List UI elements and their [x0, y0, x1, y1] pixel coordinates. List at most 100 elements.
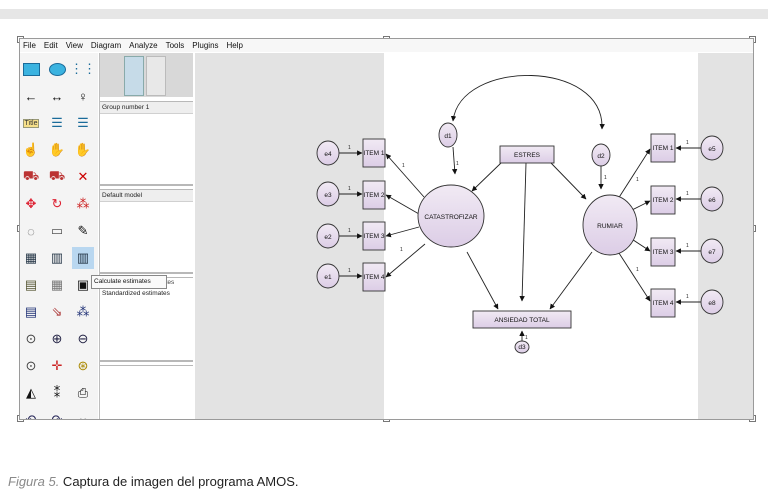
- standardized-estimates-option[interactable]: Standardized estimates: [102, 290, 170, 297]
- latent-variable[interactable]: [582, 194, 638, 256]
- menu-analyze[interactable]: Analyze: [129, 41, 158, 50]
- erase-icon[interactable]: ✕: [77, 169, 89, 184]
- menu-tools[interactable]: Tools: [165, 41, 185, 50]
- view-output-icon[interactable]: [146, 56, 166, 96]
- menu-help[interactable]: Help: [226, 41, 243, 50]
- ansiedad-label: ANSIEDAD TOTAL: [494, 317, 550, 324]
- observed-variable[interactable]: [362, 262, 386, 292]
- zoom-select-icon[interactable]: ⊙: [25, 331, 37, 346]
- view-input-icon[interactable]: [124, 56, 144, 96]
- observed-variable[interactable]: [650, 185, 676, 215]
- unique-variable-icon[interactable]: ♀: [78, 88, 88, 104]
- error-variable[interactable]: [316, 181, 340, 207]
- path-estres-ansiedad: [519, 162, 527, 302]
- menu-bar: File Edit View Diagram Analyze Tools Plu…: [20, 39, 753, 52]
- save-icon[interactable]: ▣: [76, 277, 90, 292]
- estres-label: ESTRES: [514, 152, 541, 159]
- drag-properties-icon[interactable]: ⇘: [51, 304, 63, 319]
- error-variable[interactable]: [316, 140, 340, 166]
- double-arrow-icon[interactable]: ↔: [50, 88, 64, 104]
- menu-plugins[interactable]: Plugins: [192, 41, 219, 50]
- error-variable[interactable]: [316, 263, 340, 289]
- menu-diagram[interactable]: Diagram: [90, 41, 122, 50]
- error-variable[interactable]: [700, 289, 724, 315]
- bayesian-icon[interactable]: ◭: [26, 385, 36, 400]
- view-text-icon[interactable]: ▦: [50, 277, 64, 292]
- top-band: [0, 9, 768, 19]
- estres-box[interactable]: [499, 145, 555, 164]
- side-panel: Group number 1 Default model ates Standa…: [99, 53, 197, 419]
- error-variable[interactable]: [700, 135, 724, 161]
- rectangle-icon[interactable]: [20, 58, 42, 80]
- error-label: e4: [324, 151, 332, 158]
- weight-label: 1: [348, 186, 351, 192]
- model-name[interactable]: Default model: [100, 190, 193, 202]
- calculate-estimates-icon[interactable]: ▥: [72, 247, 94, 269]
- zoom-in-icon[interactable]: ⊕: [51, 331, 63, 346]
- latent-variable[interactable]: [417, 184, 485, 248]
- fit-to-page-icon[interactable]: ✛: [51, 358, 63, 373]
- clipboard-icon[interactable]: ▤: [24, 277, 38, 292]
- analysis-properties-icon[interactable]: ▥: [50, 250, 64, 265]
- reflect-icon[interactable]: ⁂: [76, 196, 90, 211]
- error-variable[interactable]: [438, 122, 458, 148]
- object-properties-icon[interactable]: ▤: [24, 304, 38, 319]
- weight-label: 1: [456, 161, 459, 167]
- data-file-icon[interactable]: ▦: [24, 250, 38, 265]
- ellipse-icon[interactable]: [46, 58, 68, 80]
- menu-file[interactable]: File: [23, 41, 36, 50]
- preserve-symmetries-icon[interactable]: ⁂: [76, 304, 90, 319]
- zoom-page-icon[interactable]: ⊙: [25, 358, 37, 373]
- print-icon[interactable]: ⎙: [77, 385, 89, 400]
- copy-icon[interactable]: ⛟: [22, 168, 40, 183]
- error-label: d2: [597, 153, 605, 160]
- menu-view[interactable]: View: [65, 41, 83, 50]
- covariance-arrow[interactable]: [450, 75, 605, 130]
- undo-icon[interactable]: ↶: [25, 412, 37, 420]
- models-panel: Default model: [100, 189, 193, 274]
- variable-list-icon[interactable]: ☰: [51, 115, 63, 130]
- error-variable[interactable]: [700, 186, 724, 212]
- scroll-icon[interactable]: ▭: [50, 223, 64, 238]
- error-variable[interactable]: [591, 143, 611, 167]
- rotate-icon[interactable]: ↻: [51, 196, 63, 211]
- observed-variable[interactable]: [650, 288, 676, 318]
- zoom-out-icon[interactable]: ⊖: [77, 331, 89, 346]
- weight-label: 1: [348, 145, 351, 151]
- select-one-icon[interactable]: ☝: [22, 142, 40, 157]
- path-rum-item4: [616, 249, 651, 302]
- error-variable[interactable]: [316, 223, 340, 249]
- single-arrow-icon[interactable]: ←: [24, 88, 38, 104]
- ansiedad-box[interactable]: [472, 310, 572, 329]
- path-cat-item1: [385, 153, 425, 198]
- observed-variable[interactable]: [362, 180, 386, 210]
- variable-list-icon[interactable]: ☰: [77, 115, 89, 130]
- loupe-icon[interactable]: ⊛: [77, 358, 89, 373]
- multiple-group-icon[interactable]: ⁑: [53, 385, 61, 400]
- view-toggle-area: [100, 53, 193, 97]
- move-parameter-icon[interactable]: ◌: [27, 223, 35, 239]
- observed-label: ITEM 4: [364, 274, 385, 281]
- path-rum-item1: [617, 148, 651, 200]
- error-variable[interactable]: [700, 238, 724, 264]
- touch-up-icon[interactable]: ✎: [77, 223, 89, 238]
- redo-icon[interactable]: ↷: [51, 412, 63, 420]
- observed-variable[interactable]: [650, 133, 676, 163]
- select-all-icon[interactable]: ✋: [48, 142, 66, 157]
- title-icon[interactable]: Title: [22, 118, 40, 128]
- group-name[interactable]: Group number 1: [100, 102, 193, 114]
- deselect-icon[interactable]: ✋: [74, 142, 92, 157]
- move-icon[interactable]: ⛟: [48, 168, 66, 183]
- path-d1: [451, 146, 458, 175]
- error-label: e2: [324, 234, 332, 241]
- observed-variable[interactable]: [362, 138, 386, 168]
- indicator-icon[interactable]: ⋮⋮: [70, 61, 96, 76]
- shape-change-icon[interactable]: ✥: [25, 196, 37, 211]
- amos-window: File Edit View Diagram Analyze Tools Plu…: [19, 38, 754, 420]
- menu-edit[interactable]: Edit: [43, 41, 58, 50]
- error-variable[interactable]: [514, 340, 530, 354]
- observed-variable[interactable]: [650, 237, 676, 267]
- observed-label: ITEM 1: [653, 145, 674, 152]
- binoculars-icon[interactable]: ∞: [78, 412, 88, 420]
- observed-variable[interactable]: [362, 221, 386, 251]
